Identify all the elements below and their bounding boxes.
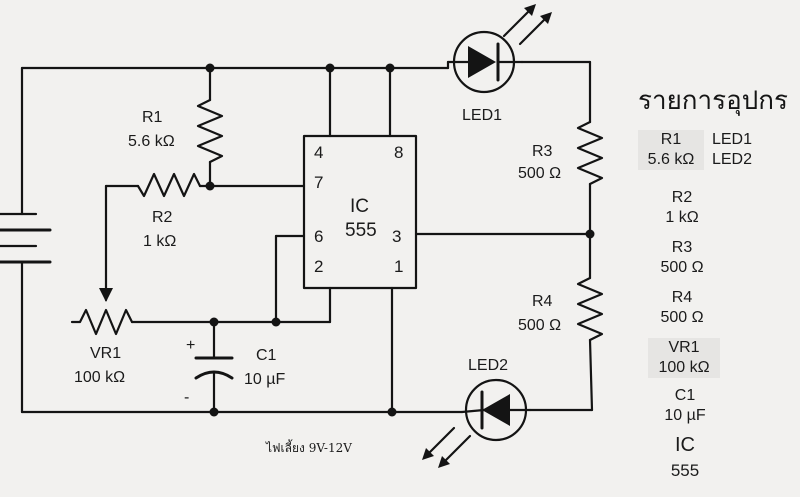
parts-name: VR1 <box>668 339 700 356</box>
led2-name-label: LED2 <box>468 357 508 374</box>
r3-name-label: R3 <box>532 143 553 160</box>
parts-value: 100 kΩ <box>658 359 710 376</box>
ic-pin-2: 2 <box>314 257 323 276</box>
parts-list: รายการอุปกร R1 5.6 kΩ LED1 LED2 R2 1 kΩ … <box>632 80 800 497</box>
parts-row-r3: R3 500 Ω <box>648 238 716 278</box>
ic-pin-7: 7 <box>314 173 323 192</box>
r2-resistor <box>99 172 306 302</box>
junction-dots <box>205 63 595 417</box>
top-supply-rail <box>20 60 592 124</box>
parts-row-c1: C1 10 µF <box>652 386 718 426</box>
vr1-name-label: VR1 <box>90 345 121 362</box>
ic-name-label: IC <box>350 196 369 217</box>
led1-diode <box>446 4 552 94</box>
parts-row-r1: R1 5.6 kΩ <box>638 130 704 170</box>
c1-name-label: C1 <box>256 347 277 364</box>
parts-value: 5.6 kΩ <box>647 151 695 168</box>
parts-value: 500 Ω <box>660 309 704 326</box>
ic-pin-8: 8 <box>394 143 403 162</box>
r3-value-label: 500 Ω <box>518 165 561 182</box>
parts-value: LED2 <box>711 151 753 168</box>
r3-resistor <box>576 120 604 280</box>
parts-name: R3 <box>671 239 693 256</box>
parts-name: LED1 <box>711 131 753 148</box>
parts-name: IC <box>675 434 695 456</box>
r2-value-label: 1 kΩ <box>143 233 176 250</box>
supply-caption: ไฟเลี้ยง 9V-12V <box>265 439 352 455</box>
c1-capacitor <box>194 320 234 414</box>
ic-part-label: 555 <box>345 220 377 241</box>
parts-value: 1 kΩ <box>665 209 699 226</box>
c1-minus-label: - <box>184 389 189 406</box>
parts-name: C1 <box>674 387 696 404</box>
led2-diode <box>422 378 532 468</box>
r1-value-label: 5.6 kΩ <box>128 133 175 150</box>
ic-pin-4: 4 <box>314 143 323 162</box>
r2-name-label: R2 <box>152 209 173 226</box>
ic-pin-3: 3 <box>392 227 401 246</box>
parts-value: 500 Ω <box>660 259 704 276</box>
parts-name: R1 <box>660 131 682 148</box>
vr1-potentiometer <box>70 308 332 336</box>
parts-row-ic: IC 555 <box>652 432 718 484</box>
parts-row-led: LED1 LED2 <box>704 130 760 170</box>
parts-list-title: รายการอุปกร <box>638 86 788 116</box>
ic-555-chip <box>274 66 592 414</box>
parts-value: 10 µF <box>664 407 706 424</box>
parts-row-vr1: VR1 100 kΩ <box>648 338 720 378</box>
parts-name: R2 <box>671 189 693 206</box>
parts-name: R4 <box>671 289 693 306</box>
c1-value-label: 10 µF <box>244 371 285 388</box>
vr1-value-label: 100 kΩ <box>74 369 125 386</box>
r1-resistor <box>196 66 224 188</box>
r4-value-label: 500 Ω <box>518 317 561 334</box>
parts-row-r2: R2 1 kΩ <box>652 188 712 228</box>
parts-value: 555 <box>670 461 700 480</box>
r4-name-label: R4 <box>532 293 553 310</box>
ic-pin-1: 1 <box>394 257 403 276</box>
c1-plus-label: + <box>186 337 195 354</box>
r4-resistor <box>576 276 604 412</box>
r1-name-label: R1 <box>142 109 163 126</box>
ic-pin-6: 6 <box>314 227 323 246</box>
parts-row-r4: R4 500 Ω <box>648 288 716 328</box>
led1-name-label: LED1 <box>462 107 502 124</box>
battery-symbol <box>0 66 52 414</box>
